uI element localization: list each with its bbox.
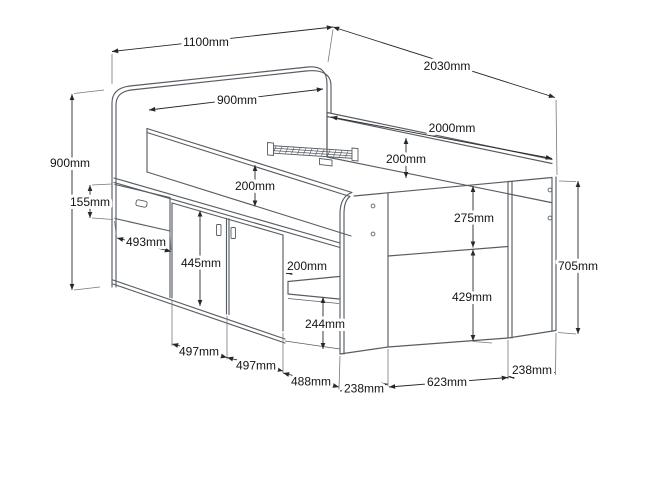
dim-line-foot-opening-width	[388, 375, 509, 389]
dim-label-bed-width: 900mm	[217, 93, 257, 107]
dim-label-shelf-bay-width: 488mm	[291, 375, 331, 389]
grab-rail-part	[267, 112, 359, 167]
dim-label-near-rail-height: 200mm	[235, 179, 275, 193]
dim-line-overall-length	[332, 26, 556, 98]
dim-line-shelf-bay-width	[282, 372, 340, 388]
dim-label-foot-opening-width: 623mm	[427, 375, 467, 389]
rail-end-cap-right	[351, 147, 359, 162]
open-shelf	[287, 275, 340, 304]
dim-label-far-rail-height: 200mm	[386, 152, 426, 166]
cam-hole	[370, 231, 376, 237]
headboard-panel	[111, 66, 332, 288]
near-safety-rail	[146, 127, 353, 355]
cam-hole	[547, 187, 553, 193]
dim-label-right-door-width: 497mm	[236, 359, 276, 373]
dim-label-drawer-height: 155mm	[70, 195, 110, 209]
door-handle-right	[230, 227, 236, 239]
dim-line-right-door-width	[226, 356, 284, 372]
dim-label-near-foot-leg-width: 238mm	[344, 382, 384, 396]
rail-bracket	[319, 157, 333, 167]
cam-hole	[370, 203, 376, 209]
dim-line-bed-length	[330, 115, 553, 160]
dim-label-bed-length: 2000mm	[429, 121, 476, 135]
drawer-handle	[135, 199, 148, 208]
dim-label-far-foot-leg-width: 238mm	[512, 363, 552, 377]
dim-line-near-foot-leg-width	[339, 382, 389, 393]
dim-line-left-door-width	[171, 343, 228, 359]
dim-label-foot-panel-height: 705mm	[558, 259, 598, 273]
footboard-panel	[507, 176, 557, 339]
dim-label-left-door-width: 497mm	[179, 345, 219, 359]
cupboard-doors	[171, 202, 284, 332]
foot-end-frame	[339, 176, 553, 355]
drawer-front	[114, 183, 171, 232]
dim-label-shelf-height: 244mm	[305, 317, 345, 331]
dim-label-overall-length: 2030mm	[424, 59, 471, 73]
dim-label-frame-depth: 275mm	[454, 211, 494, 225]
dim-label-door-height: 445mm	[181, 256, 221, 270]
door-handle-left	[216, 224, 222, 236]
dim-label-shelf-depth: 200mm	[287, 259, 327, 273]
dim-line-overall-width	[111, 25, 334, 54]
rail-end-cap-left	[267, 142, 274, 156]
dim-label-overall-height: 900mm	[50, 156, 90, 170]
dim-line-shelf-depth	[285, 265, 328, 275]
cam-hole	[547, 215, 553, 221]
dim-line-drawer-width	[116, 237, 172, 253]
furniture-line-art	[111, 66, 557, 355]
dim-label-underbed-clearance: 429mm	[452, 290, 492, 304]
dimension-labels: 1100mm 2030mm 900mm 900mm 2000mm 200mm 2…	[47, 32, 601, 399]
dim-label-overall-width: 1100mm	[183, 35, 229, 49]
dimension-lines	[69, 25, 581, 393]
dim-line-far-foot-leg-width	[507, 370, 556, 379]
dim-label-drawer-width: 493mm	[126, 235, 166, 249]
dim-line-bed-width	[148, 87, 324, 112]
